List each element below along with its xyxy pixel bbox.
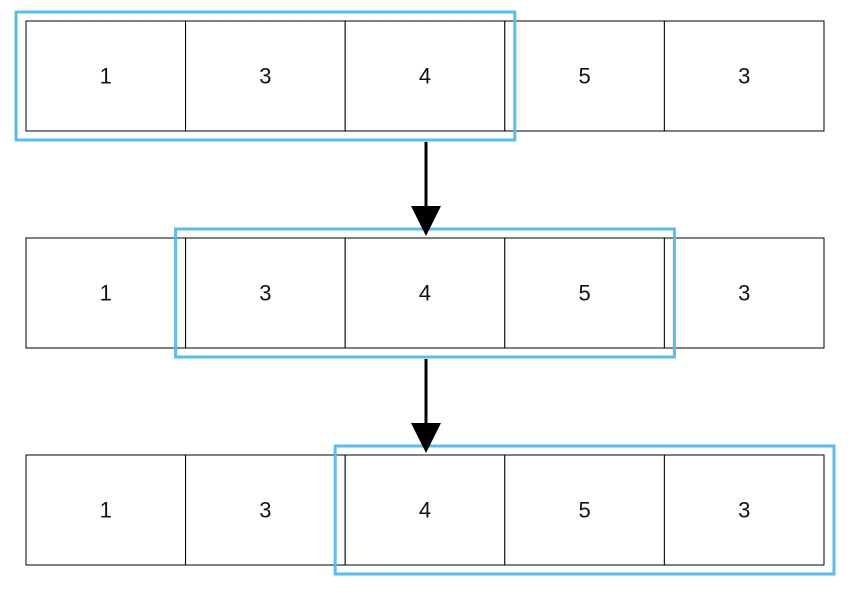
sliding-window-highlight <box>14 10 517 142</box>
cell-value: 5 <box>578 64 590 89</box>
array-cell <box>344 237 506 349</box>
cell-value: 5 <box>578 498 590 523</box>
array-row-3: 1 3 4 5 3 <box>25 444 836 576</box>
array-cell <box>25 237 187 349</box>
array-cell <box>25 454 187 566</box>
array-cell <box>344 20 506 132</box>
cell-value: 3 <box>259 498 271 523</box>
array-row-2: 1 3 4 5 3 <box>25 227 825 359</box>
cell-value: 1 <box>100 64 112 89</box>
cell-value: 3 <box>738 64 750 89</box>
cell-value: 5 <box>578 281 590 306</box>
array-cell <box>25 20 187 132</box>
cell-value: 3 <box>738 281 750 306</box>
array-cell <box>344 454 506 566</box>
array-cell <box>504 20 665 132</box>
array-cell <box>185 20 346 132</box>
array-cell <box>185 237 346 349</box>
sliding-window-highlight <box>333 444 836 576</box>
array-cell <box>663 454 825 566</box>
array-cell <box>185 454 346 566</box>
array-cell <box>504 237 665 349</box>
cell-value: 4 <box>419 64 431 89</box>
array-cell <box>663 20 825 132</box>
cell-value: 4 <box>419 498 431 523</box>
array-cell <box>504 454 665 566</box>
cell-value: 1 <box>100 498 112 523</box>
array-cell <box>663 237 825 349</box>
array-row-1: 1 3 4 5 3 <box>14 10 825 142</box>
cell-value: 1 <box>100 281 112 306</box>
cell-value: 4 <box>419 281 431 306</box>
cell-value: 3 <box>259 281 271 306</box>
cell-value: 3 <box>259 64 271 89</box>
cell-value: 3 <box>738 498 750 523</box>
